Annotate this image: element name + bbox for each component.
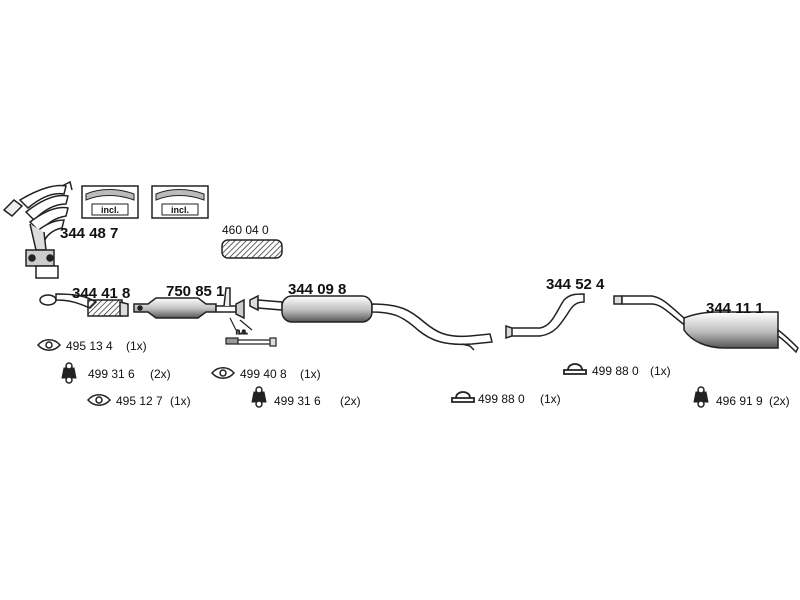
flange-gasket-icon bbox=[37, 339, 61, 351]
part-number-rear-silencer: 344 11 1 bbox=[706, 300, 764, 317]
lambda-sensor: n.a. bbox=[225, 317, 277, 347]
accessory-quantity: (1x) bbox=[650, 364, 671, 378]
part-number-catalyst: 750 85 1 bbox=[166, 283, 224, 300]
accessory-quantity: (1x) bbox=[170, 394, 191, 408]
part-number-manifold: 344 48 7 bbox=[60, 225, 118, 242]
part-number-intermediate-pipe: 344 52 4 bbox=[546, 276, 605, 293]
accessory-number: 499 31 6 bbox=[274, 394, 321, 408]
rear-silencer bbox=[613, 295, 799, 354]
accessory-number: 496 91 9 bbox=[716, 394, 763, 408]
incl-label: incl. bbox=[101, 205, 119, 215]
intermediate-pipe bbox=[505, 293, 585, 340]
flange-gasket-icon bbox=[211, 367, 235, 379]
accessory-number: 499 88 0 bbox=[478, 392, 525, 406]
rubber-mount-icon bbox=[251, 386, 267, 408]
included-gasket-box-1: incl. bbox=[81, 185, 139, 219]
part-number-front-pipe: 344 41 8 bbox=[72, 285, 130, 302]
accessory-number: 495 13 4 bbox=[66, 339, 113, 353]
accessory-quantity: (2x) bbox=[340, 394, 361, 408]
incl-label: incl. bbox=[171, 205, 189, 215]
accessory-number: 499 40 8 bbox=[240, 367, 287, 381]
accessory-quantity: (1x) bbox=[300, 367, 321, 381]
part-number-middle-silencer: 344 09 8 bbox=[288, 281, 346, 298]
rubber-mount-icon bbox=[693, 386, 709, 408]
not-available-label: n.a. bbox=[236, 329, 248, 336]
part-number-flexible-pipe: 460 04 0 bbox=[222, 223, 269, 237]
clamp-icon bbox=[451, 391, 475, 403]
exhaust-manifold bbox=[2, 180, 73, 279]
accessory-quantity: (1x) bbox=[126, 339, 147, 353]
accessory-quantity: (1x) bbox=[540, 392, 561, 406]
flange-gasket-icon bbox=[87, 394, 111, 406]
accessory-number: 499 88 0 bbox=[592, 364, 639, 378]
included-gasket-box-2: incl. bbox=[151, 185, 209, 219]
accessory-number: 495 12 7 bbox=[116, 394, 163, 408]
middle-silencer bbox=[249, 294, 493, 351]
clamp-icon bbox=[563, 363, 587, 375]
flexible-pipe bbox=[221, 239, 283, 259]
front-pipe bbox=[39, 293, 129, 317]
catalytic-converter bbox=[133, 287, 245, 320]
accessory-quantity: (2x) bbox=[150, 367, 171, 381]
rubber-mount-icon bbox=[61, 362, 77, 384]
accessory-quantity: (2x) bbox=[769, 394, 790, 408]
accessory-number: 499 31 6 bbox=[88, 367, 135, 381]
